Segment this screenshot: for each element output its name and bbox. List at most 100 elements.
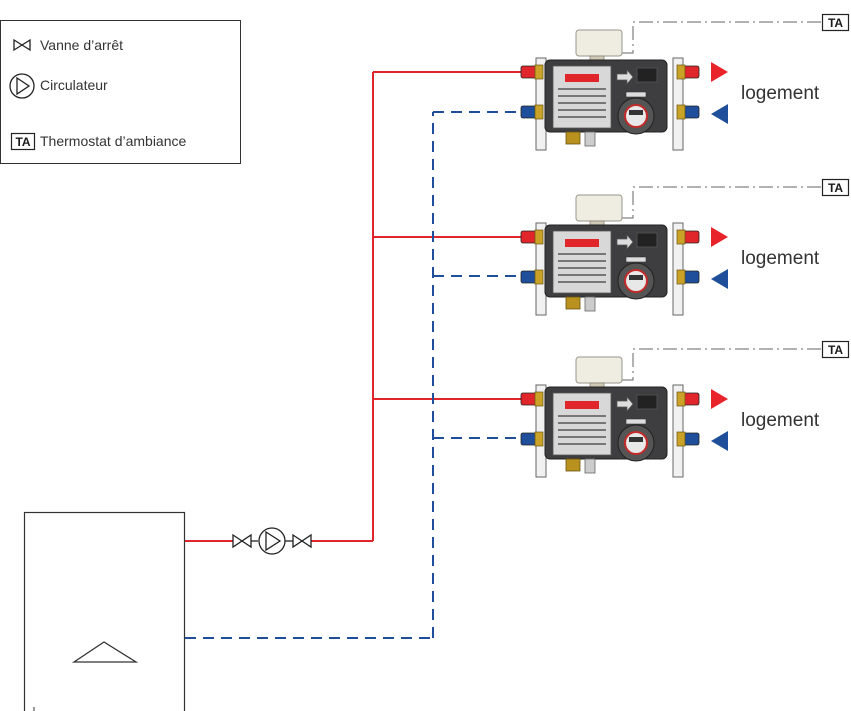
circulator-pump — [258, 527, 286, 555]
unit-label-line — [558, 102, 606, 104]
return-arrow-icon — [711, 269, 728, 289]
heat-meter-dial — [624, 431, 648, 455]
unit-label-line — [558, 436, 606, 438]
unit-label: logement — [741, 410, 820, 431]
pipe-connector — [520, 270, 538, 284]
flow-arrow-icon — [616, 396, 634, 412]
heat-meter-tag — [625, 256, 647, 263]
pipe-connector — [682, 65, 700, 79]
heat-meter-tag — [625, 418, 647, 425]
thermostat-icon: TA — [10, 132, 36, 151]
unit-label-line — [558, 109, 606, 111]
unit-label-line — [558, 88, 606, 90]
boiler-body — [23, 511, 186, 711]
actuator-cap — [575, 356, 623, 384]
unit-display — [636, 232, 658, 248]
pipe-connector — [682, 230, 700, 244]
return-arrow-icon — [711, 104, 728, 124]
flow-arrow-icon — [616, 234, 634, 250]
bracket-right — [672, 222, 684, 316]
pipe-connector — [520, 392, 538, 406]
legend-label-pump: Circulateur — [40, 77, 108, 93]
legend: Vanne d’arrêt Circulateur TA Thermostat … — [0, 20, 241, 164]
return-arrow-icon — [711, 431, 728, 451]
heat-meter-screen — [629, 110, 643, 115]
pipe-connector — [520, 230, 538, 244]
supply-arrow-icon — [711, 62, 728, 82]
valve-icon — [13, 38, 31, 52]
thermostat-box — [821, 340, 850, 359]
actuator-cap — [575, 194, 623, 222]
brass-nut — [676, 269, 686, 285]
brass-nut — [534, 269, 544, 285]
thermostat-label: TA — [828, 343, 843, 357]
shutoff-valve-2 — [292, 533, 312, 549]
fitting-brass — [565, 131, 581, 145]
brass-nut — [534, 104, 544, 120]
supply-arrow-icon — [711, 227, 728, 247]
unit-label-red-band — [565, 239, 599, 247]
fitting-brass — [565, 458, 581, 472]
thermostat-wire — [622, 348, 822, 381]
fitting-brass — [565, 296, 581, 310]
flow-arrow-icon — [616, 69, 634, 85]
pipe-connector — [682, 270, 700, 284]
boiler-symbol-icon — [71, 641, 139, 663]
unit-label-line — [558, 116, 606, 118]
thermostat-box — [821, 13, 850, 32]
thermostat-icon-text: TA — [15, 135, 30, 149]
brass-nut — [534, 431, 544, 447]
pipe-connector — [520, 105, 538, 119]
pump-icon — [9, 73, 35, 99]
unit-label-red-band — [565, 401, 599, 409]
legend-box — [0, 20, 241, 164]
brass-nut — [534, 391, 544, 407]
brass-nut — [676, 391, 686, 407]
unit-display — [636, 394, 658, 410]
return-piping — [185, 111, 521, 639]
heat-meter-dial — [624, 269, 648, 293]
heat-interface-unit-1: TA logement — [520, 13, 850, 151]
brass-nut — [676, 64, 686, 80]
bracket-right — [672, 57, 684, 151]
unit-label-line — [558, 95, 606, 97]
brass-nut — [676, 431, 686, 447]
thermostat-label: TA — [828, 181, 843, 195]
thermostat-box — [821, 178, 850, 197]
pipe-connector — [520, 432, 538, 446]
thermostat-label: TA — [828, 16, 843, 30]
fitting-valve — [584, 131, 596, 147]
unit-label-line — [558, 267, 606, 269]
heat-interface-unit-3: TA logement — [520, 340, 850, 478]
legend-label-thermostat: Thermostat d’ambiance — [40, 133, 187, 149]
unit-label-line — [558, 260, 606, 262]
fitting-valve — [584, 296, 596, 312]
brass-nut — [676, 229, 686, 245]
brass-nut — [534, 64, 544, 80]
heat-meter-tag — [625, 91, 647, 98]
unit-label-line — [558, 281, 606, 283]
heat-interface-unit-2: TA logement — [520, 178, 850, 316]
fitting-valve — [584, 458, 596, 474]
legend-label-valve: Vanne d’arrêt — [40, 37, 123, 53]
pipe-connector — [682, 432, 700, 446]
bracket-right — [672, 384, 684, 478]
thermostat-wire — [622, 21, 822, 54]
shutoff-valve-1 — [232, 533, 252, 549]
brass-nut — [676, 104, 686, 120]
actuator-cap — [575, 29, 623, 57]
heat-meter-dial — [624, 104, 648, 128]
pipe-connector — [520, 65, 538, 79]
unit-label: logement — [741, 83, 820, 104]
unit-label-red-band — [565, 74, 599, 82]
heat-meter-screen — [629, 275, 643, 280]
unit-label: logement — [741, 248, 820, 269]
boiler — [23, 511, 186, 711]
unit-display — [636, 67, 658, 83]
unit-label-line — [558, 274, 606, 276]
supply-arrow-icon — [711, 389, 728, 409]
pipe-connector — [682, 392, 700, 406]
unit-label-line — [558, 253, 606, 255]
heat-meter-screen — [629, 437, 643, 442]
